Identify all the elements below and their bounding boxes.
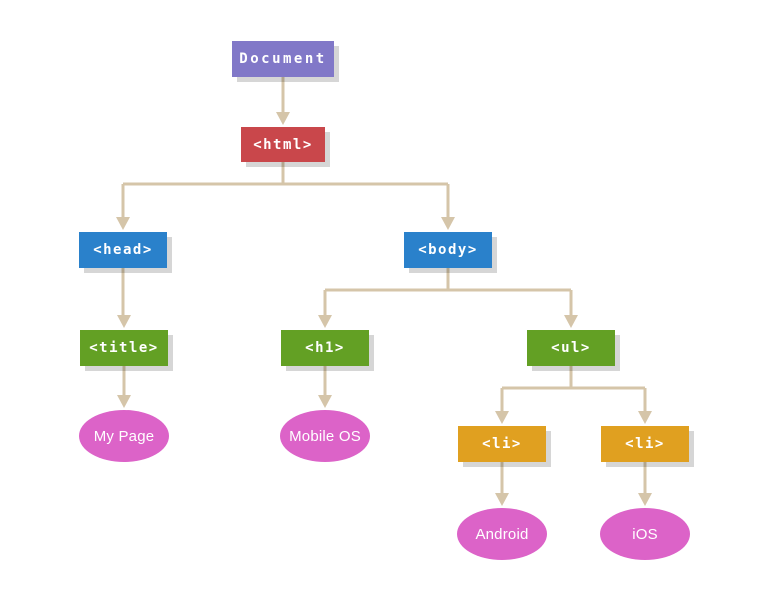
node-label: <li> xyxy=(482,436,522,452)
node-label: <li> xyxy=(625,436,665,452)
node-label: <body> xyxy=(418,242,478,258)
node-label: Document xyxy=(239,51,327,67)
node-title[interactable]: <title> xyxy=(80,330,168,366)
node-head[interactable]: <head> xyxy=(79,232,167,268)
node-document[interactable]: Document xyxy=(232,41,334,77)
node-label: <ul> xyxy=(551,340,591,356)
node-android[interactable]: Android xyxy=(457,508,547,560)
node-label: Android xyxy=(475,525,529,543)
node-label: <head> xyxy=(93,242,153,258)
node-label: <html> xyxy=(253,136,313,153)
node-label: My Page xyxy=(93,427,155,445)
node-label: iOS xyxy=(632,525,658,543)
node-label: Mobile OS xyxy=(289,427,361,445)
node-li1[interactable]: <li> xyxy=(458,426,546,462)
node-label: <title> xyxy=(89,340,159,356)
node-li2[interactable]: <li> xyxy=(601,426,689,462)
node-mypage[interactable]: My Page xyxy=(79,410,169,462)
node-ul[interactable]: <ul> xyxy=(527,330,615,366)
node-h1[interactable]: <h1> xyxy=(281,330,369,366)
node-body[interactable]: <body> xyxy=(404,232,492,268)
node-mobileos[interactable]: Mobile OS xyxy=(280,410,370,462)
node-label: <h1> xyxy=(305,340,345,356)
node-ios[interactable]: iOS xyxy=(600,508,690,560)
node-html[interactable]: <html> xyxy=(241,127,325,162)
